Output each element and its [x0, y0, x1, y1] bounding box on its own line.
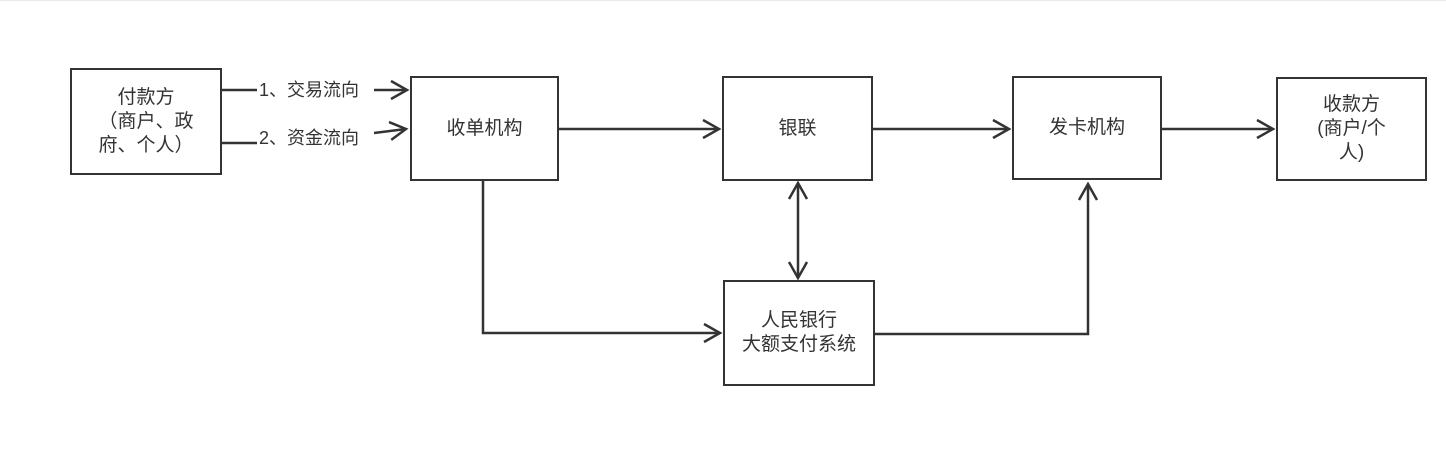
node-payee-label: 收款方 (商户/个 人) [1317, 94, 1386, 163]
node-pboc-label: 人民银行 大额支付系统 [741, 310, 856, 355]
node-issuer: 发卡机构 [1012, 76, 1162, 180]
node-issuer-label: 发卡机构 [1048, 117, 1125, 138]
edge-label-funds-flow: 2、资金流向 [257, 126, 362, 150]
edge-label-transaction-flow: 1、交易流向 [257, 78, 362, 102]
node-unionpay: 银联 [722, 76, 873, 181]
node-acquirer: 收单机构 [410, 76, 559, 181]
edge-pboc-issuer [875, 181, 1099, 336]
node-payee: 收款方 (商户/个 人) [1276, 77, 1427, 181]
node-unionpay-label: 银联 [778, 117, 817, 139]
edge-acquirer-pboc [481, 181, 723, 344]
node-acquirer-label: 收单机构 [446, 117, 523, 139]
node-payer-label: 付款方 （商户、政 府、个人） [98, 86, 194, 156]
edge-funds-arrow [373, 120, 409, 141]
node-payer: 付款方 （商户、政 府、个人） [70, 68, 222, 175]
node-pboc: 人民银行 大额支付系统 [723, 280, 875, 386]
